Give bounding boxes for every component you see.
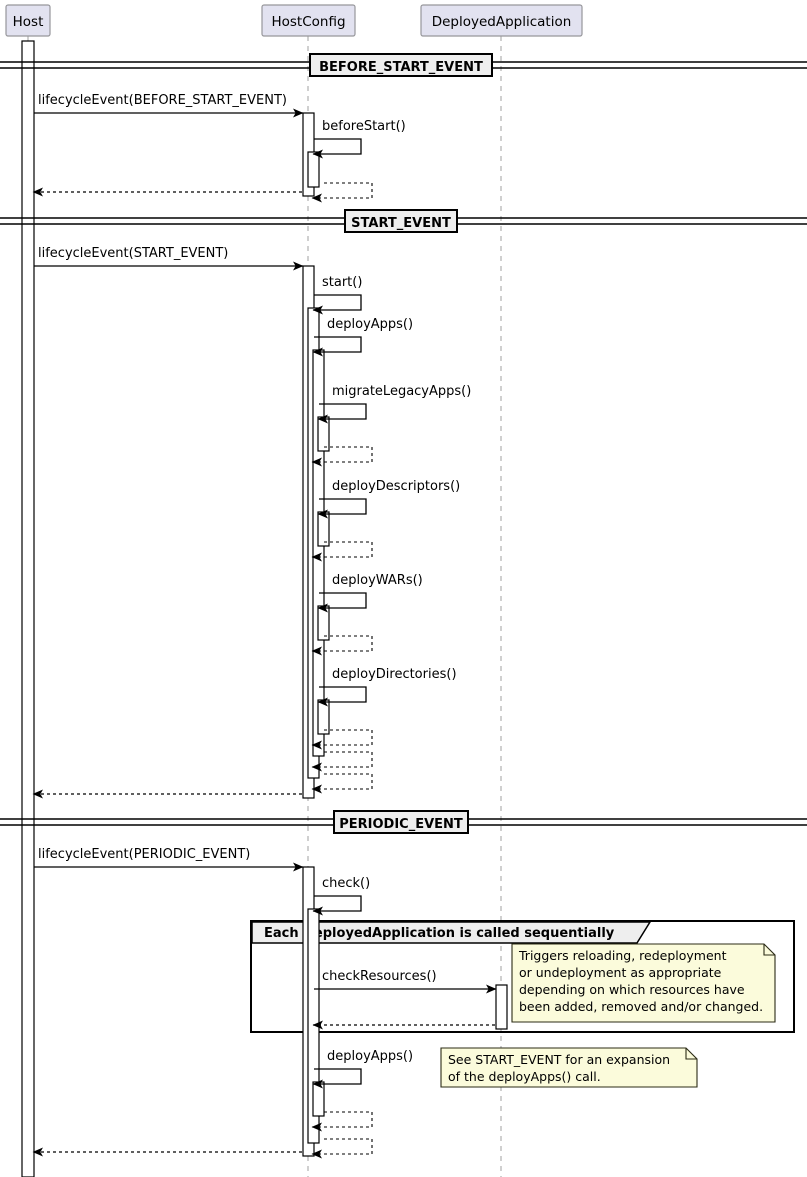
divider-box [344,209,458,233]
message-label: start() [322,275,362,290]
note-line: See START_EVENT for an expansion [448,1052,670,1067]
message-label: migrateLegacyApps() [332,384,471,399]
note-body [440,1047,698,1088]
message-m16[interactable] [311,751,373,772]
note-note-check-resources: Triggers reloading, redeployment or undep… [511,943,776,1023]
message-m21[interactable]: checkResources() [314,969,497,994]
message-m6[interactable]: start() [312,275,362,315]
participant-box[interactable] [5,4,51,37]
participant-host[interactable]: Host [5,4,51,37]
group-label: Each DeployedApplication is called seque… [264,926,615,941]
message-m9[interactable] [311,446,373,467]
self-return-path [311,773,373,794]
divider-start: START_EVENT [0,209,807,233]
message-m7[interactable]: deployApps() [312,317,413,357]
divider-box [309,53,493,77]
note-body [511,943,776,1023]
message-m5[interactable]: lifecycleEvent(START_EVENT) [34,246,304,271]
participant-box[interactable] [420,4,583,37]
message-label: check() [322,876,370,891]
note-note-deploy-apps: See START_EVENT for an expansion of the d… [440,1047,698,1088]
divider-label: BEFORE_START_EVENT [319,60,483,75]
message-label: deployWARs() [332,573,423,588]
message-m8[interactable]: migrateLegacyApps() [317,384,471,424]
self-message-path [312,336,362,357]
self-message-path [317,403,367,424]
note-line: of the deployApps() call. [448,1069,601,1084]
group-header-tab [251,921,652,944]
self-return-path [311,751,373,772]
self-return-path [311,541,373,562]
participant-label: Host [13,14,44,30]
message-m15[interactable] [311,729,373,750]
self-return-path [311,1111,373,1132]
divider-label: START_EVENT [351,216,451,231]
message-label: checkResources() [322,969,437,984]
self-return-path [311,1138,373,1159]
self-message-path [317,686,367,707]
divider-label: PERIODIC_EVENT [339,817,463,832]
self-return-path [311,446,373,467]
message-m13[interactable] [311,635,373,656]
message-m14[interactable]: deployDirectories() [317,667,457,707]
self-message-path [317,592,367,613]
note-fold [763,944,775,956]
self-message-path [312,895,362,916]
message-label: beforeStart() [322,119,406,134]
self-message-path [317,498,367,519]
self-message-path [312,1068,362,1089]
note-line: or undeployment as appropriate [519,965,722,980]
message-m10[interactable]: deployDescriptors() [317,479,460,519]
group-frame [250,920,795,1033]
message-label: deployDescriptors() [332,479,460,494]
activation-bar-act-cfg-s5 [317,511,330,547]
message-m1[interactable]: lifecycleEvent(BEFORE_START_EVENT) [34,93,304,118]
message-label: deployApps() [327,317,413,332]
participant-deplapp[interactable]: DeployedApplication [420,4,583,37]
self-return-path [311,182,373,203]
note-line: depending on which resources have [519,982,745,997]
message-m19[interactable]: lifecycleEvent(PERIODIC_EVENT) [34,847,304,872]
divider-box [333,810,469,834]
participant-label: DeployedApplication [432,14,572,30]
message-label: deployDirectories() [332,667,457,682]
message-m12[interactable]: deployWARs() [317,573,423,613]
self-return-path [311,635,373,656]
participant-label: HostConfig [271,14,345,30]
message-m24[interactable] [311,1111,373,1132]
divider-before-start: BEFORE_START_EVENT [0,53,807,77]
message-m20[interactable]: check() [312,876,370,916]
message-label: lifecycleEvent(PERIODIC_EVENT) [38,847,250,862]
activation-bar-act-cfg-b2 [307,151,320,188]
message-m3[interactable] [311,182,373,203]
activation-bar-act-cfg-s4 [317,416,330,452]
note-line: been added, removed and/or changed. [519,999,763,1014]
message-m11[interactable] [311,541,373,562]
group-each-deployed-application: Each DeployedApplication is called seque… [250,920,795,1033]
note-line: Triggers reloading, redeployment [518,948,727,963]
activation-bar-act-dep-1 [495,984,508,1030]
activation-bar-act-cfg-s3 [312,349,325,757]
self-message-path [312,294,362,315]
activation-bar-act-cfg-s7 [317,699,330,735]
participant-box[interactable] [261,4,356,37]
activation-bar-act-host-1 [21,40,35,1177]
participant-config[interactable]: HostConfig [261,4,356,37]
activation-bar-act-cfg-s6 [317,605,330,641]
message-m23[interactable]: deployApps() [312,1049,413,1089]
self-return-path [311,729,373,750]
message-label: lifecycleEvent(BEFORE_START_EVENT) [38,93,287,108]
note-fold [685,1048,697,1060]
message-m2[interactable]: beforeStart() [312,119,406,159]
divider-periodic: PERIODIC_EVENT [0,810,807,834]
message-label: deployApps() [327,1049,413,1064]
message-label: lifecycleEvent(START_EVENT) [38,246,228,261]
activation-bar-act-cfg-p3 [312,1081,325,1117]
message-m17[interactable] [311,773,373,794]
self-message-path [312,138,362,159]
message-m25[interactable] [311,1138,373,1159]
